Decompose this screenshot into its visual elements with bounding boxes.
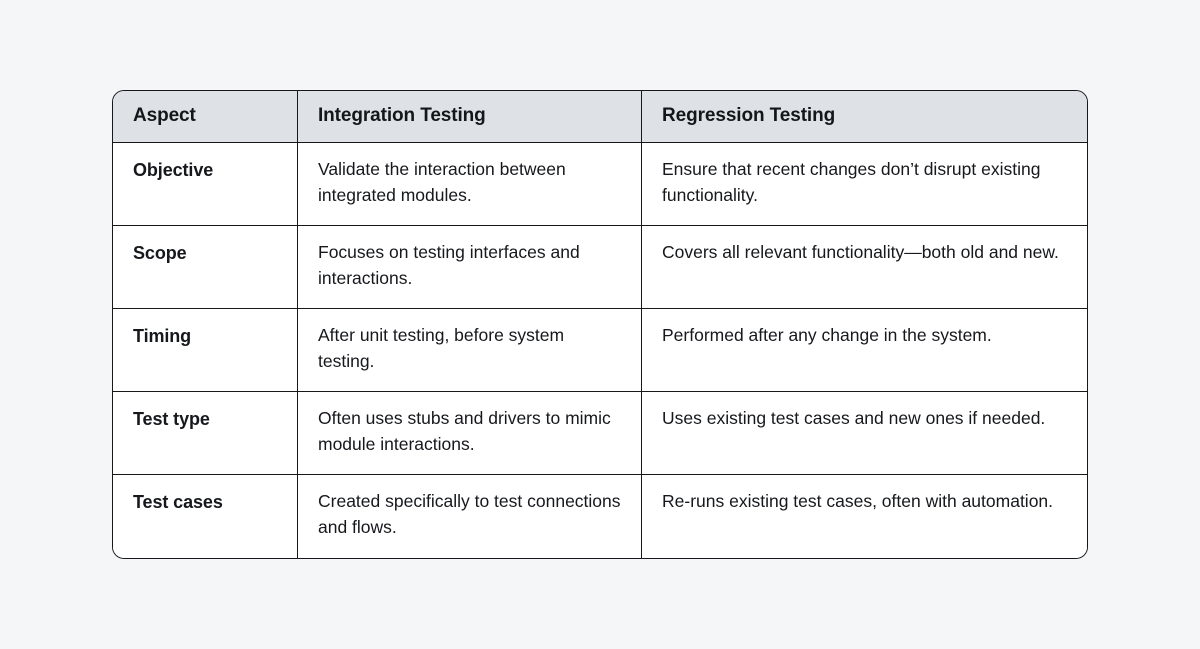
row-label-timing: Timing [113,309,297,392]
column-header-aspect: Aspect [113,91,297,143]
table-header-row: Aspect Integration Testing Regression Te… [113,91,1087,143]
cell-timing-integration: After unit testing, before system testin… [297,309,641,392]
comparison-table-container: Aspect Integration Testing Regression Te… [112,90,1088,559]
table-row: Objective Validate the interaction betwe… [113,143,1087,226]
cell-test-cases-regression: Re-runs existing test cases, often with … [641,475,1087,558]
column-header-regression-testing: Regression Testing [641,91,1087,143]
table-header: Aspect Integration Testing Regression Te… [113,91,1087,143]
cell-scope-integration: Focuses on testing interfaces and intera… [297,226,641,309]
cell-timing-regression: Performed after any change in the system… [641,309,1087,392]
row-label-objective: Objective [113,143,297,226]
row-label-scope: Scope [113,226,297,309]
table-row: Scope Focuses on testing interfaces and … [113,226,1087,309]
comparison-table: Aspect Integration Testing Regression Te… [112,90,1088,559]
column-header-integration-testing: Integration Testing [297,91,641,143]
row-label-test-type: Test type [113,392,297,475]
cell-test-type-integration: Often uses stubs and drivers to mimic mo… [297,392,641,475]
cell-objective-integration: Validate the interaction between integra… [297,143,641,226]
table-row: Test type Often uses stubs and drivers t… [113,392,1087,475]
row-label-test-cases: Test cases [113,475,297,558]
cell-objective-regression: Ensure that recent changes don’t disrupt… [641,143,1087,226]
table-row: Timing After unit testing, before system… [113,309,1087,392]
cell-test-cases-integration: Created specifically to test connections… [297,475,641,558]
cell-scope-regression: Covers all relevant functionality—both o… [641,226,1087,309]
table-body: Objective Validate the interaction betwe… [113,143,1087,558]
table-row: Test cases Created specifically to test … [113,475,1087,558]
cell-test-type-regression: Uses existing test cases and new ones if… [641,392,1087,475]
